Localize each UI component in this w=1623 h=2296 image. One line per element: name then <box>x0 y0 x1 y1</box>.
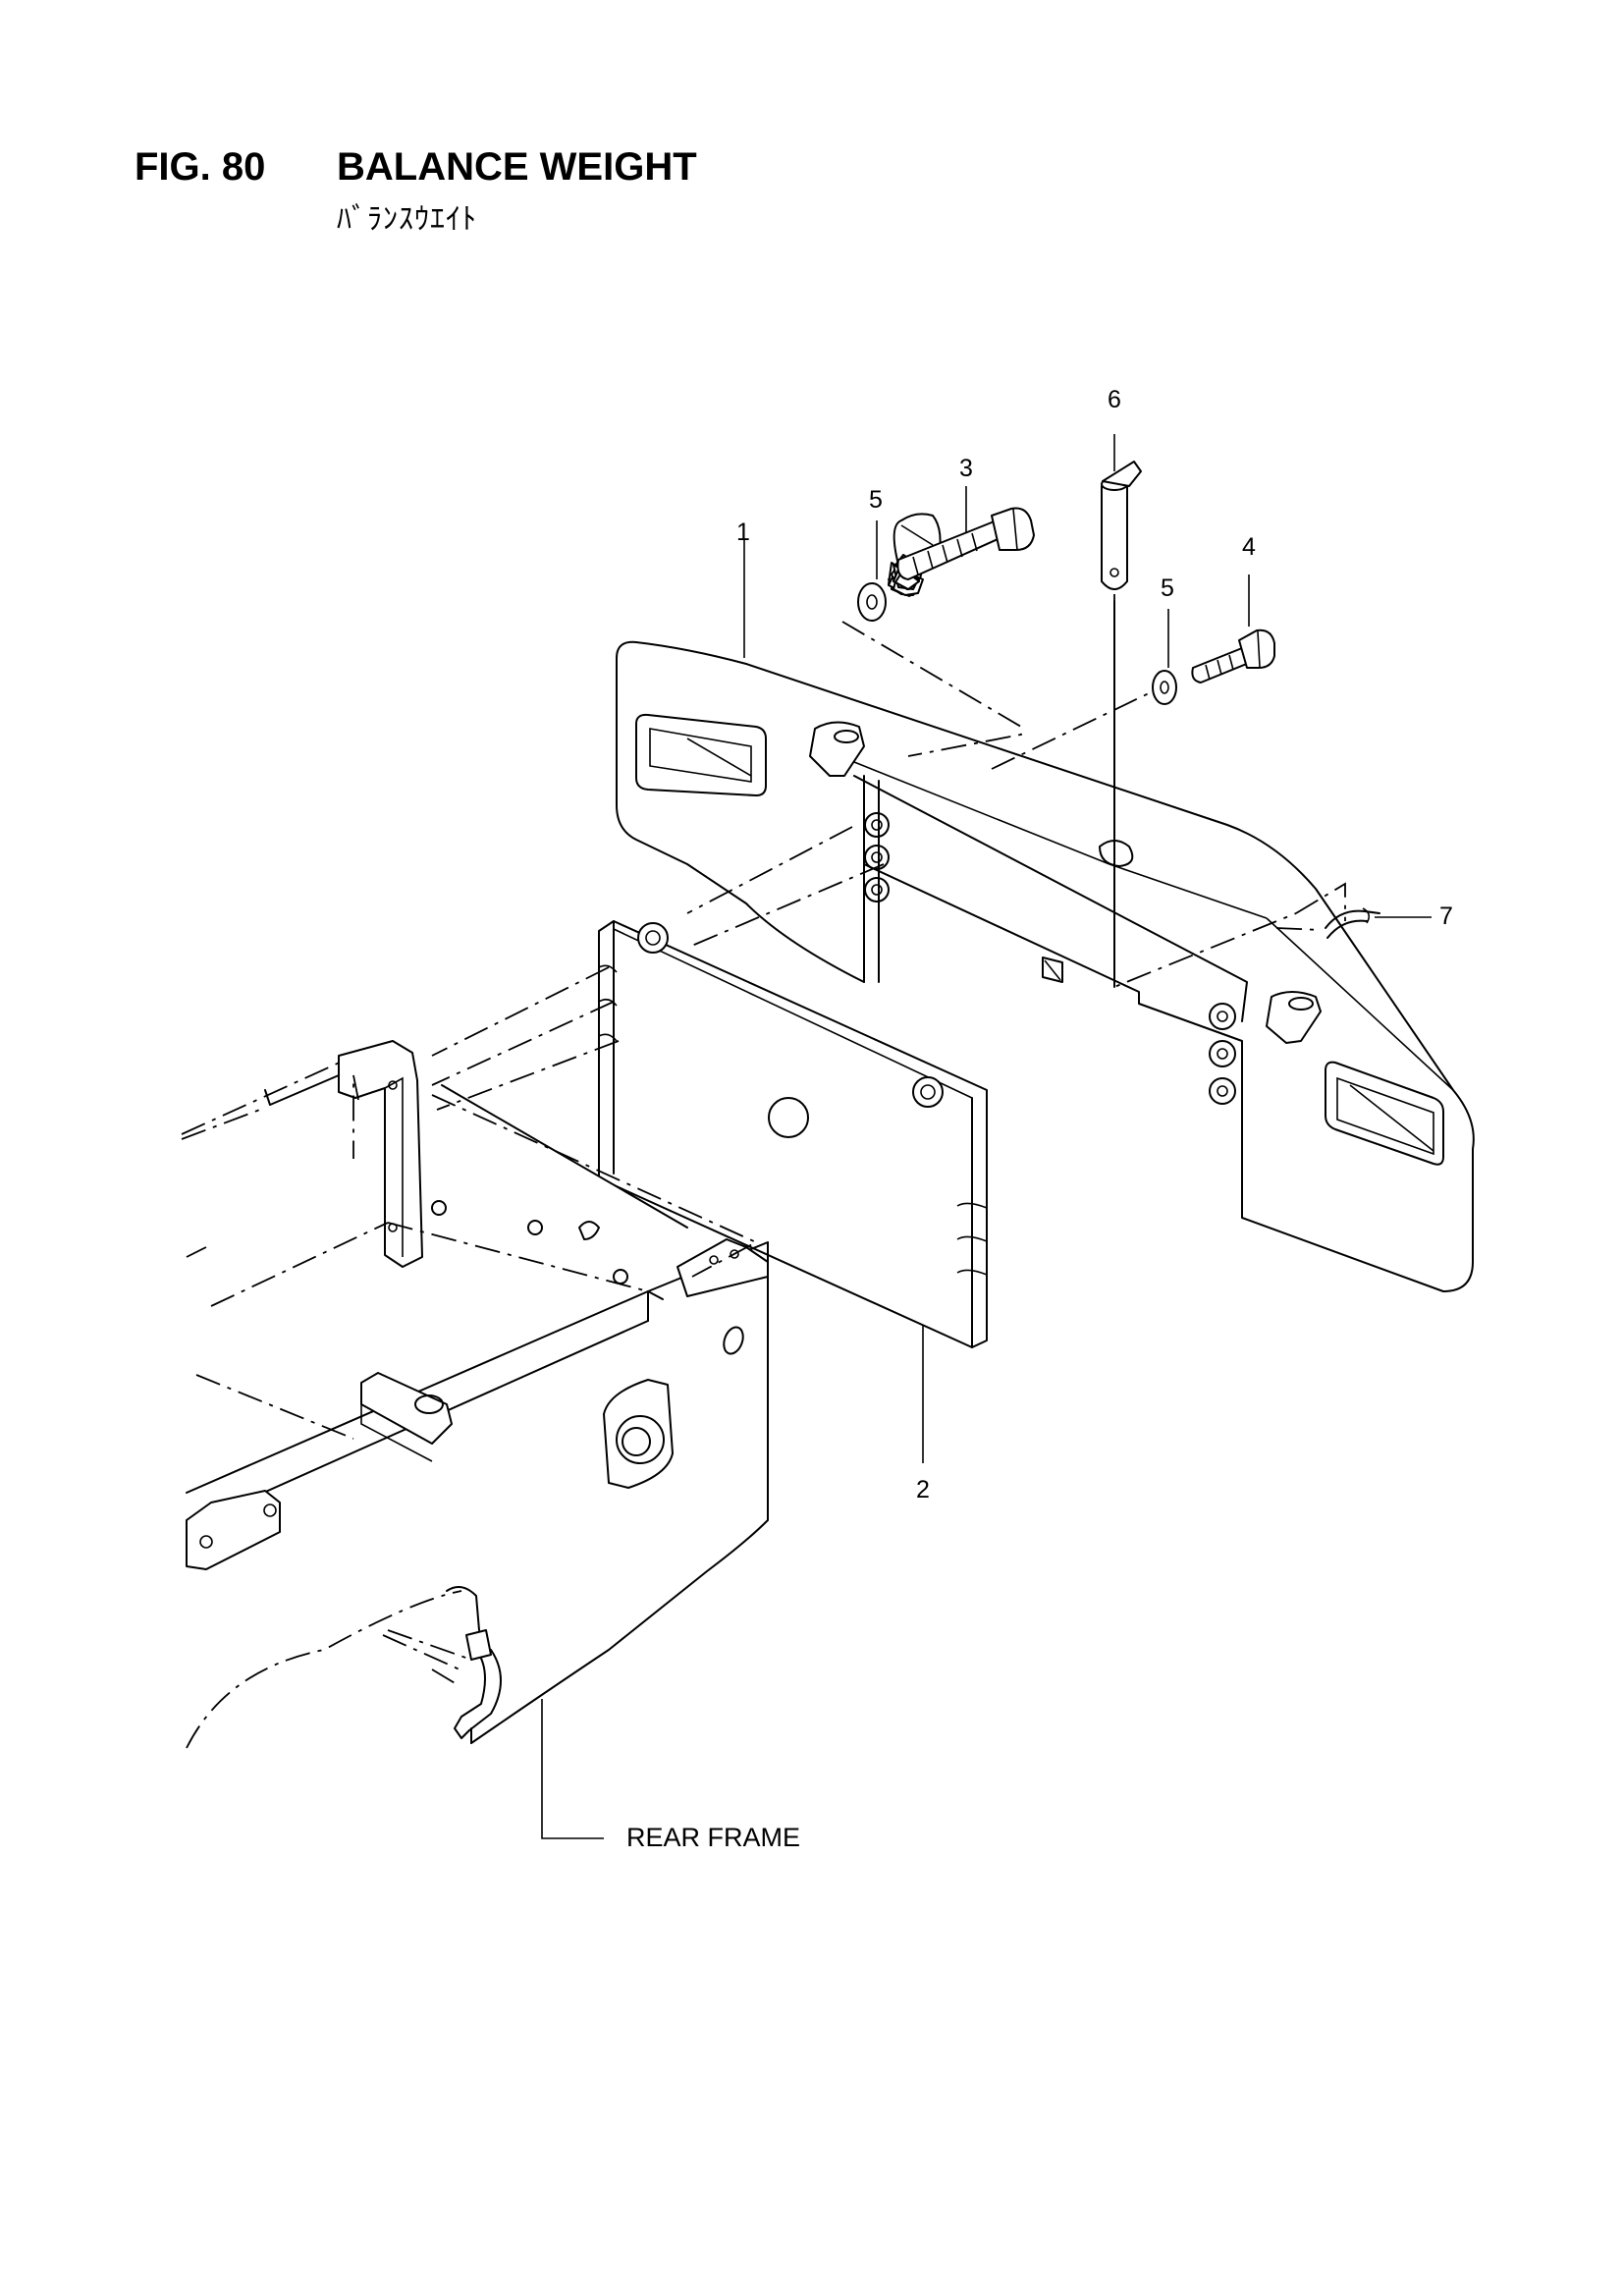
callout-5a: 5 <box>869 486 883 514</box>
bolt-3-part <box>896 507 1035 580</box>
rear-frame-part <box>186 1040 769 1744</box>
washer-5b <box>1152 670 1177 705</box>
callout-2: 2 <box>916 1476 930 1503</box>
callout-rear-frame: REAR FRAME <box>626 1823 800 1852</box>
pin-part-6 <box>1101 461 1142 590</box>
assembly-centerlines <box>181 594 1346 1749</box>
callout-5b: 5 <box>1161 574 1174 602</box>
figure-title: BALANCE WEIGHT <box>337 145 697 189</box>
washer-5a <box>857 582 887 622</box>
callout-4: 4 <box>1242 533 1256 561</box>
callout-3: 3 <box>959 455 973 482</box>
cotter-pin-part-7 <box>1325 907 1380 939</box>
callout-7: 7 <box>1439 902 1453 930</box>
balance-weight-part <box>616 640 1475 1292</box>
bolt-4-part <box>1191 629 1275 683</box>
figure-number: FIG. 80 <box>135 145 266 189</box>
callout-6: 6 <box>1108 386 1121 413</box>
leader-lines <box>541 434 1432 1839</box>
callout-1: 1 <box>736 519 750 546</box>
figure-subtitle: ﾊﾞﾗﾝｽｳｴｲﾄ <box>337 202 477 237</box>
